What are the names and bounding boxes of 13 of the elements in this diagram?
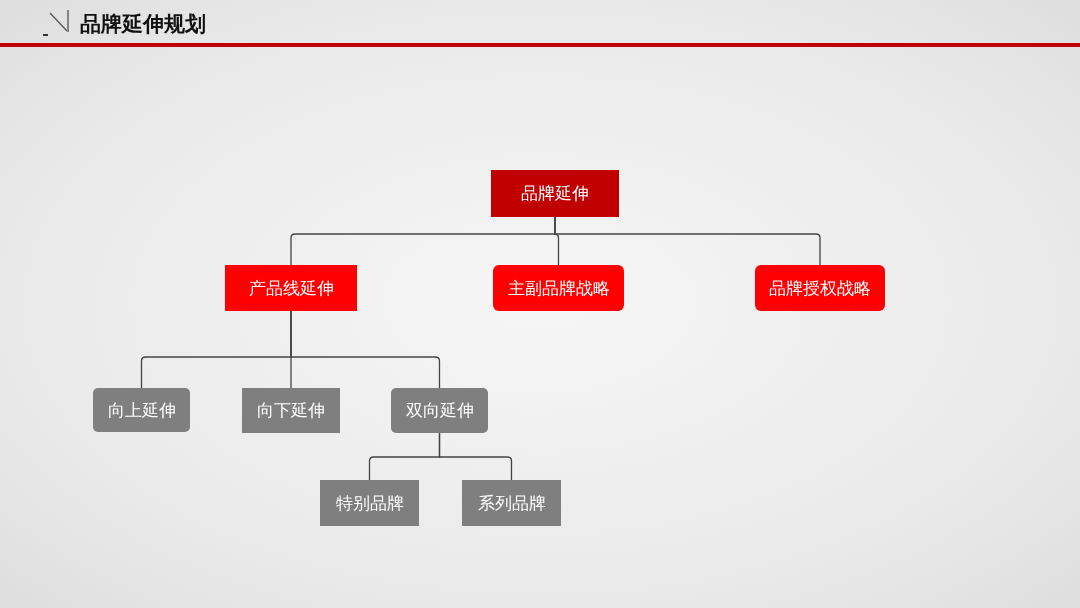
process-box: 特别品牌	[320, 480, 419, 526]
process-box: 产品线延伸	[225, 265, 357, 311]
process-box: 系列品牌	[462, 480, 561, 526]
connector-line	[290, 310, 441, 389]
slide-title: 品牌延伸规划	[80, 11, 206, 38]
process-box: 向下延伸	[242, 388, 340, 433]
connector-line	[554, 216, 821, 266]
process-box: 向上延伸	[93, 388, 190, 432]
connector-line	[438, 432, 513, 481]
process-box: 品牌延伸	[491, 170, 619, 217]
process-box: 主副品牌战略	[493, 265, 624, 311]
process-box: 品牌授权战略	[755, 265, 885, 311]
process-box: 双向延伸	[391, 388, 488, 433]
